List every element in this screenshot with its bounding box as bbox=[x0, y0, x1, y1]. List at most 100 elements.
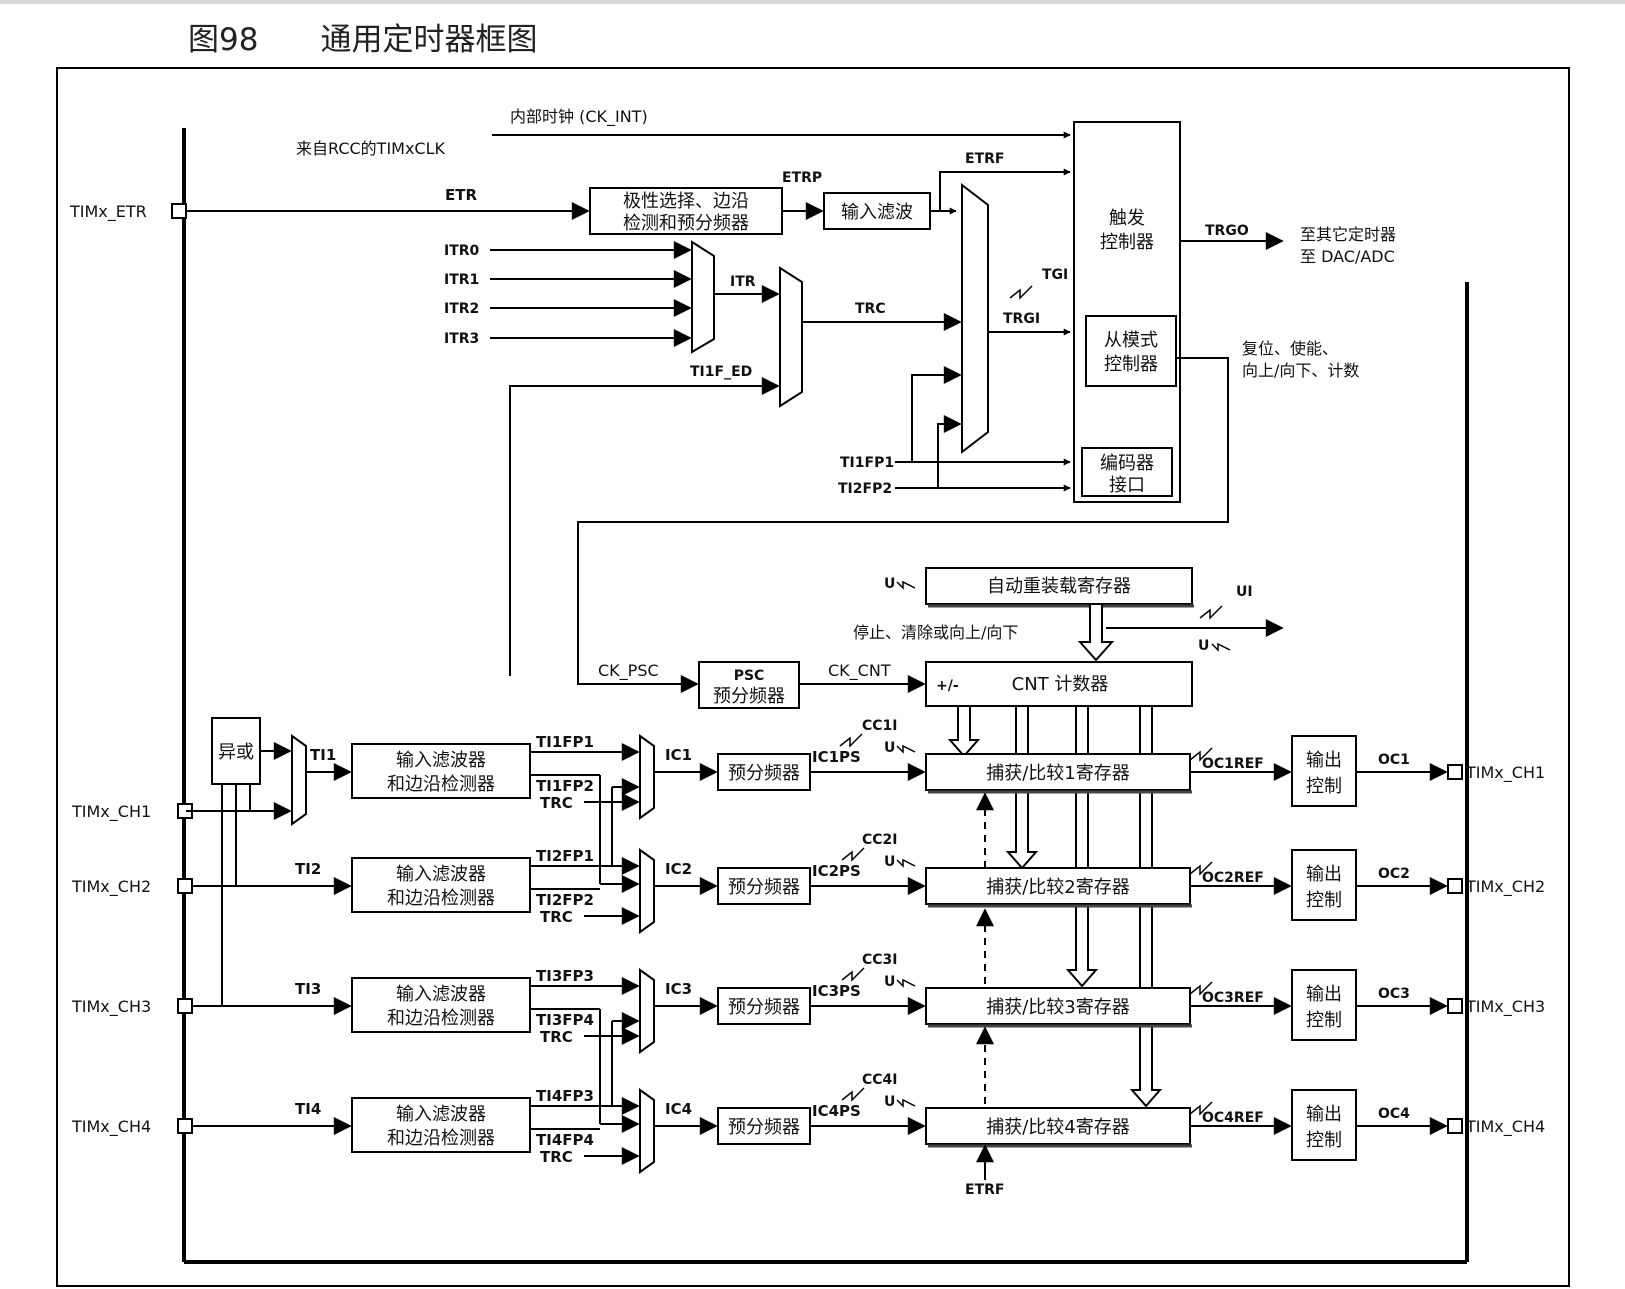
u-label-2: U bbox=[884, 854, 895, 870]
pin-ch4: TIMx_CH4 bbox=[71, 1117, 193, 1137]
cc2i-interrupt-icon bbox=[841, 847, 865, 862]
trigger-controller-block: 触发 控制器 bbox=[1073, 121, 1181, 503]
ck-int-label: 内部时钟 (CK_INT) bbox=[510, 107, 648, 127]
top-border bbox=[0, 0, 1625, 4]
output-label: 控制 bbox=[1306, 890, 1342, 911]
u-event-icon bbox=[1211, 642, 1231, 652]
trigger-mux bbox=[961, 182, 989, 455]
filter-label: 输入滤波器 bbox=[396, 984, 486, 1005]
figure-title: 图98 通用定时器框图 bbox=[188, 14, 537, 59]
svg-text:异或: 异或 bbox=[218, 742, 254, 763]
cci-output-icon bbox=[1189, 747, 1213, 762]
itr1-label: ITR1 bbox=[444, 272, 479, 288]
cc3i-interrupt-icon bbox=[841, 967, 865, 982]
u-event-icon bbox=[896, 580, 916, 590]
fp-b-label-2: TI2FP2 bbox=[536, 891, 594, 909]
output-label: 输出 bbox=[1306, 864, 1342, 885]
itr3-label: ITR3 bbox=[444, 331, 479, 347]
ck-cnt-label: CK_CNT bbox=[828, 661, 891, 681]
prescaler-block-1: 预分频器 bbox=[717, 753, 811, 791]
svg-text:TIMx_CH1: TIMx_CH1 bbox=[71, 802, 151, 822]
tgi-label: TGI bbox=[1042, 267, 1068, 283]
capture-compare-register-4: 捕获/比较4寄存器 bbox=[925, 1107, 1192, 1148]
to-other-timers-label: 至其它定时器 bbox=[1300, 225, 1396, 244]
u-event-icon bbox=[896, 858, 916, 868]
output-label: 输出 bbox=[1306, 750, 1342, 771]
svg-text:检测和预分频器: 检测和预分频器 bbox=[623, 213, 749, 234]
u-label-1: U bbox=[884, 740, 895, 756]
ui-label: UI bbox=[1236, 584, 1253, 600]
prescaler-block-2: 预分频器 bbox=[717, 867, 811, 905]
oc3-label: OC3 bbox=[1378, 986, 1410, 1002]
filter-label: 和边沿检测器 bbox=[387, 888, 495, 909]
etrf-label: ETRF bbox=[965, 151, 1004, 167]
prescaler-label: 预分频器 bbox=[728, 1117, 800, 1138]
output-pin-3 bbox=[1447, 998, 1463, 1014]
u-event-icon bbox=[896, 978, 916, 988]
capture-compare-register-3: 捕获/比较3寄存器 bbox=[925, 987, 1192, 1028]
ic2ps-label: IC2PS bbox=[812, 862, 861, 880]
figure-number: 图98 bbox=[188, 22, 259, 58]
tgi-interrupt-icon bbox=[1009, 285, 1033, 300]
figure-caption: 通用定时器框图 bbox=[320, 22, 538, 58]
cc1i-label: CC1I bbox=[862, 718, 898, 734]
etrp-label: ETRP bbox=[782, 170, 822, 186]
capture-label: 捕获/比较3寄存器 bbox=[986, 997, 1130, 1018]
etrf-bottom-label: ETRF bbox=[965, 1182, 1004, 1198]
output-pin-4 bbox=[1447, 1118, 1463, 1134]
ic-mux-3 bbox=[639, 968, 655, 1054]
trc-label-3: TRC bbox=[540, 1028, 573, 1046]
ic1ps-label: IC1PS bbox=[812, 748, 861, 766]
fp-b-label-4: TI4FP4 bbox=[536, 1131, 594, 1149]
svg-text:TIMx_ETR: TIMx_ETR bbox=[69, 202, 147, 222]
u-event-icon bbox=[896, 1098, 916, 1108]
pin-ch1: TIMx_CH1 bbox=[71, 802, 193, 822]
svg-text:+/-: +/- bbox=[936, 678, 959, 694]
xor-block: 异或 bbox=[211, 717, 261, 785]
channel-4: 输入滤波器和边沿检测器预分频器捕获/比较4寄存器输出控制 bbox=[351, 1087, 1463, 1174]
svg-text:TIMx_CH2: TIMx_CH2 bbox=[71, 877, 151, 897]
psc-prescaler-block: PSC 预分频器 bbox=[698, 661, 800, 709]
svg-text:控制器: 控制器 bbox=[1104, 354, 1158, 375]
svg-text:接口: 接口 bbox=[1109, 475, 1145, 496]
filter-label: 和边沿检测器 bbox=[387, 774, 495, 795]
oc4ref-label: OC4REF bbox=[1202, 1110, 1264, 1126]
ic-mux-2 bbox=[639, 848, 655, 934]
polarity-edge-prescaler-block: 极性选择、边沿 检测和预分频器 bbox=[589, 187, 783, 235]
svg-text:TIMx_CH3: TIMx_CH3 bbox=[71, 997, 151, 1017]
cci-output-icon bbox=[1189, 861, 1213, 876]
cci-output-icon bbox=[1189, 1101, 1213, 1116]
svg-text:输入滤波: 输入滤波 bbox=[841, 202, 913, 223]
cc2i-label: CC2I bbox=[862, 832, 898, 848]
pin-ch2: TIMx_CH2 bbox=[71, 877, 193, 897]
cc3i-label: CC3I bbox=[862, 952, 898, 968]
itr-mux bbox=[691, 240, 715, 354]
capture-compare-register-2: 捕获/比较2寄存器 bbox=[925, 867, 1192, 908]
ti1-mux bbox=[291, 734, 307, 826]
slave-modes-label-1: 复位、使能、 bbox=[1242, 339, 1338, 358]
capture-label: 捕获/比较2寄存器 bbox=[986, 877, 1130, 898]
fp-b-label-3: TI3FP4 bbox=[536, 1011, 594, 1029]
u-label-right: U bbox=[1198, 638, 1209, 654]
trc-label-4: TRC bbox=[540, 1148, 573, 1166]
channel-1: 输入滤波器和边沿检测器预分频器捕获/比较1寄存器输出控制 bbox=[351, 733, 1463, 820]
fp-b-label-1: TI1FP2 bbox=[536, 777, 594, 795]
filter-label: 和边沿检测器 bbox=[387, 1128, 495, 1149]
slave-modes-label-2: 向上/向下、计数 bbox=[1242, 361, 1359, 380]
prescaler-block-4: 预分频器 bbox=[717, 1107, 811, 1145]
capture-label: 捕获/比较4寄存器 bbox=[986, 1117, 1130, 1138]
ic-mux-4 bbox=[639, 1088, 655, 1174]
output-pin-1 bbox=[1447, 764, 1463, 780]
ti1fp1-top-label: TI1FP1 bbox=[840, 455, 894, 471]
cc1i-interrupt-icon bbox=[839, 733, 863, 748]
capture-compare-register-1: 捕获/比较1寄存器 bbox=[925, 753, 1192, 794]
ti2-label: TI2 bbox=[295, 860, 321, 878]
svg-text:编码器: 编码器 bbox=[1100, 453, 1154, 474]
prescaler-label: 预分频器 bbox=[728, 997, 800, 1018]
fp-a-label-3: TI3FP3 bbox=[536, 967, 594, 985]
channel-3: 输入滤波器和边沿检测器预分频器捕获/比较3寄存器输出控制 bbox=[351, 967, 1463, 1054]
svg-text:触发: 触发 bbox=[1109, 208, 1145, 229]
stop-clear-label: 停止、清除或向上/向下 bbox=[853, 623, 1018, 642]
